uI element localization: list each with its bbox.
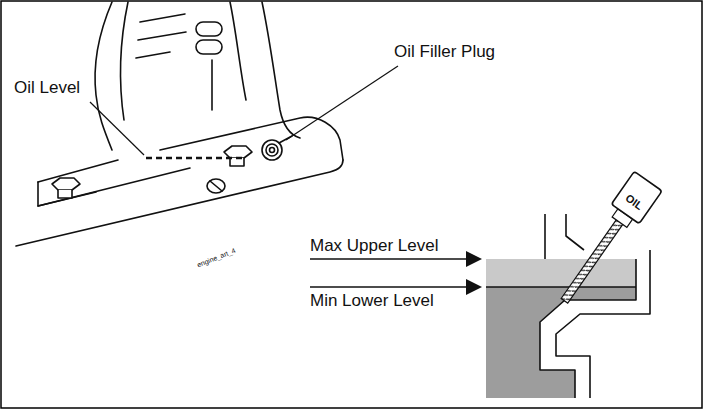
- part-label: Oil Filler Plug: [394, 42, 495, 62]
- dipstick: [551, 171, 663, 310]
- level-label: Max Upper Level: [310, 236, 439, 256]
- level-arrows: [310, 251, 482, 295]
- level-label: Min Lower Level: [310, 291, 434, 311]
- oil-chamber-inset: [486, 214, 650, 398]
- engine-outline: [16, 2, 343, 246]
- oil-level-line: [146, 157, 246, 159]
- part-label: Oil Level: [14, 78, 80, 98]
- leader-line: [90, 102, 144, 155]
- art-id: engine_art_4: [196, 247, 237, 270]
- leader-line: [286, 66, 398, 140]
